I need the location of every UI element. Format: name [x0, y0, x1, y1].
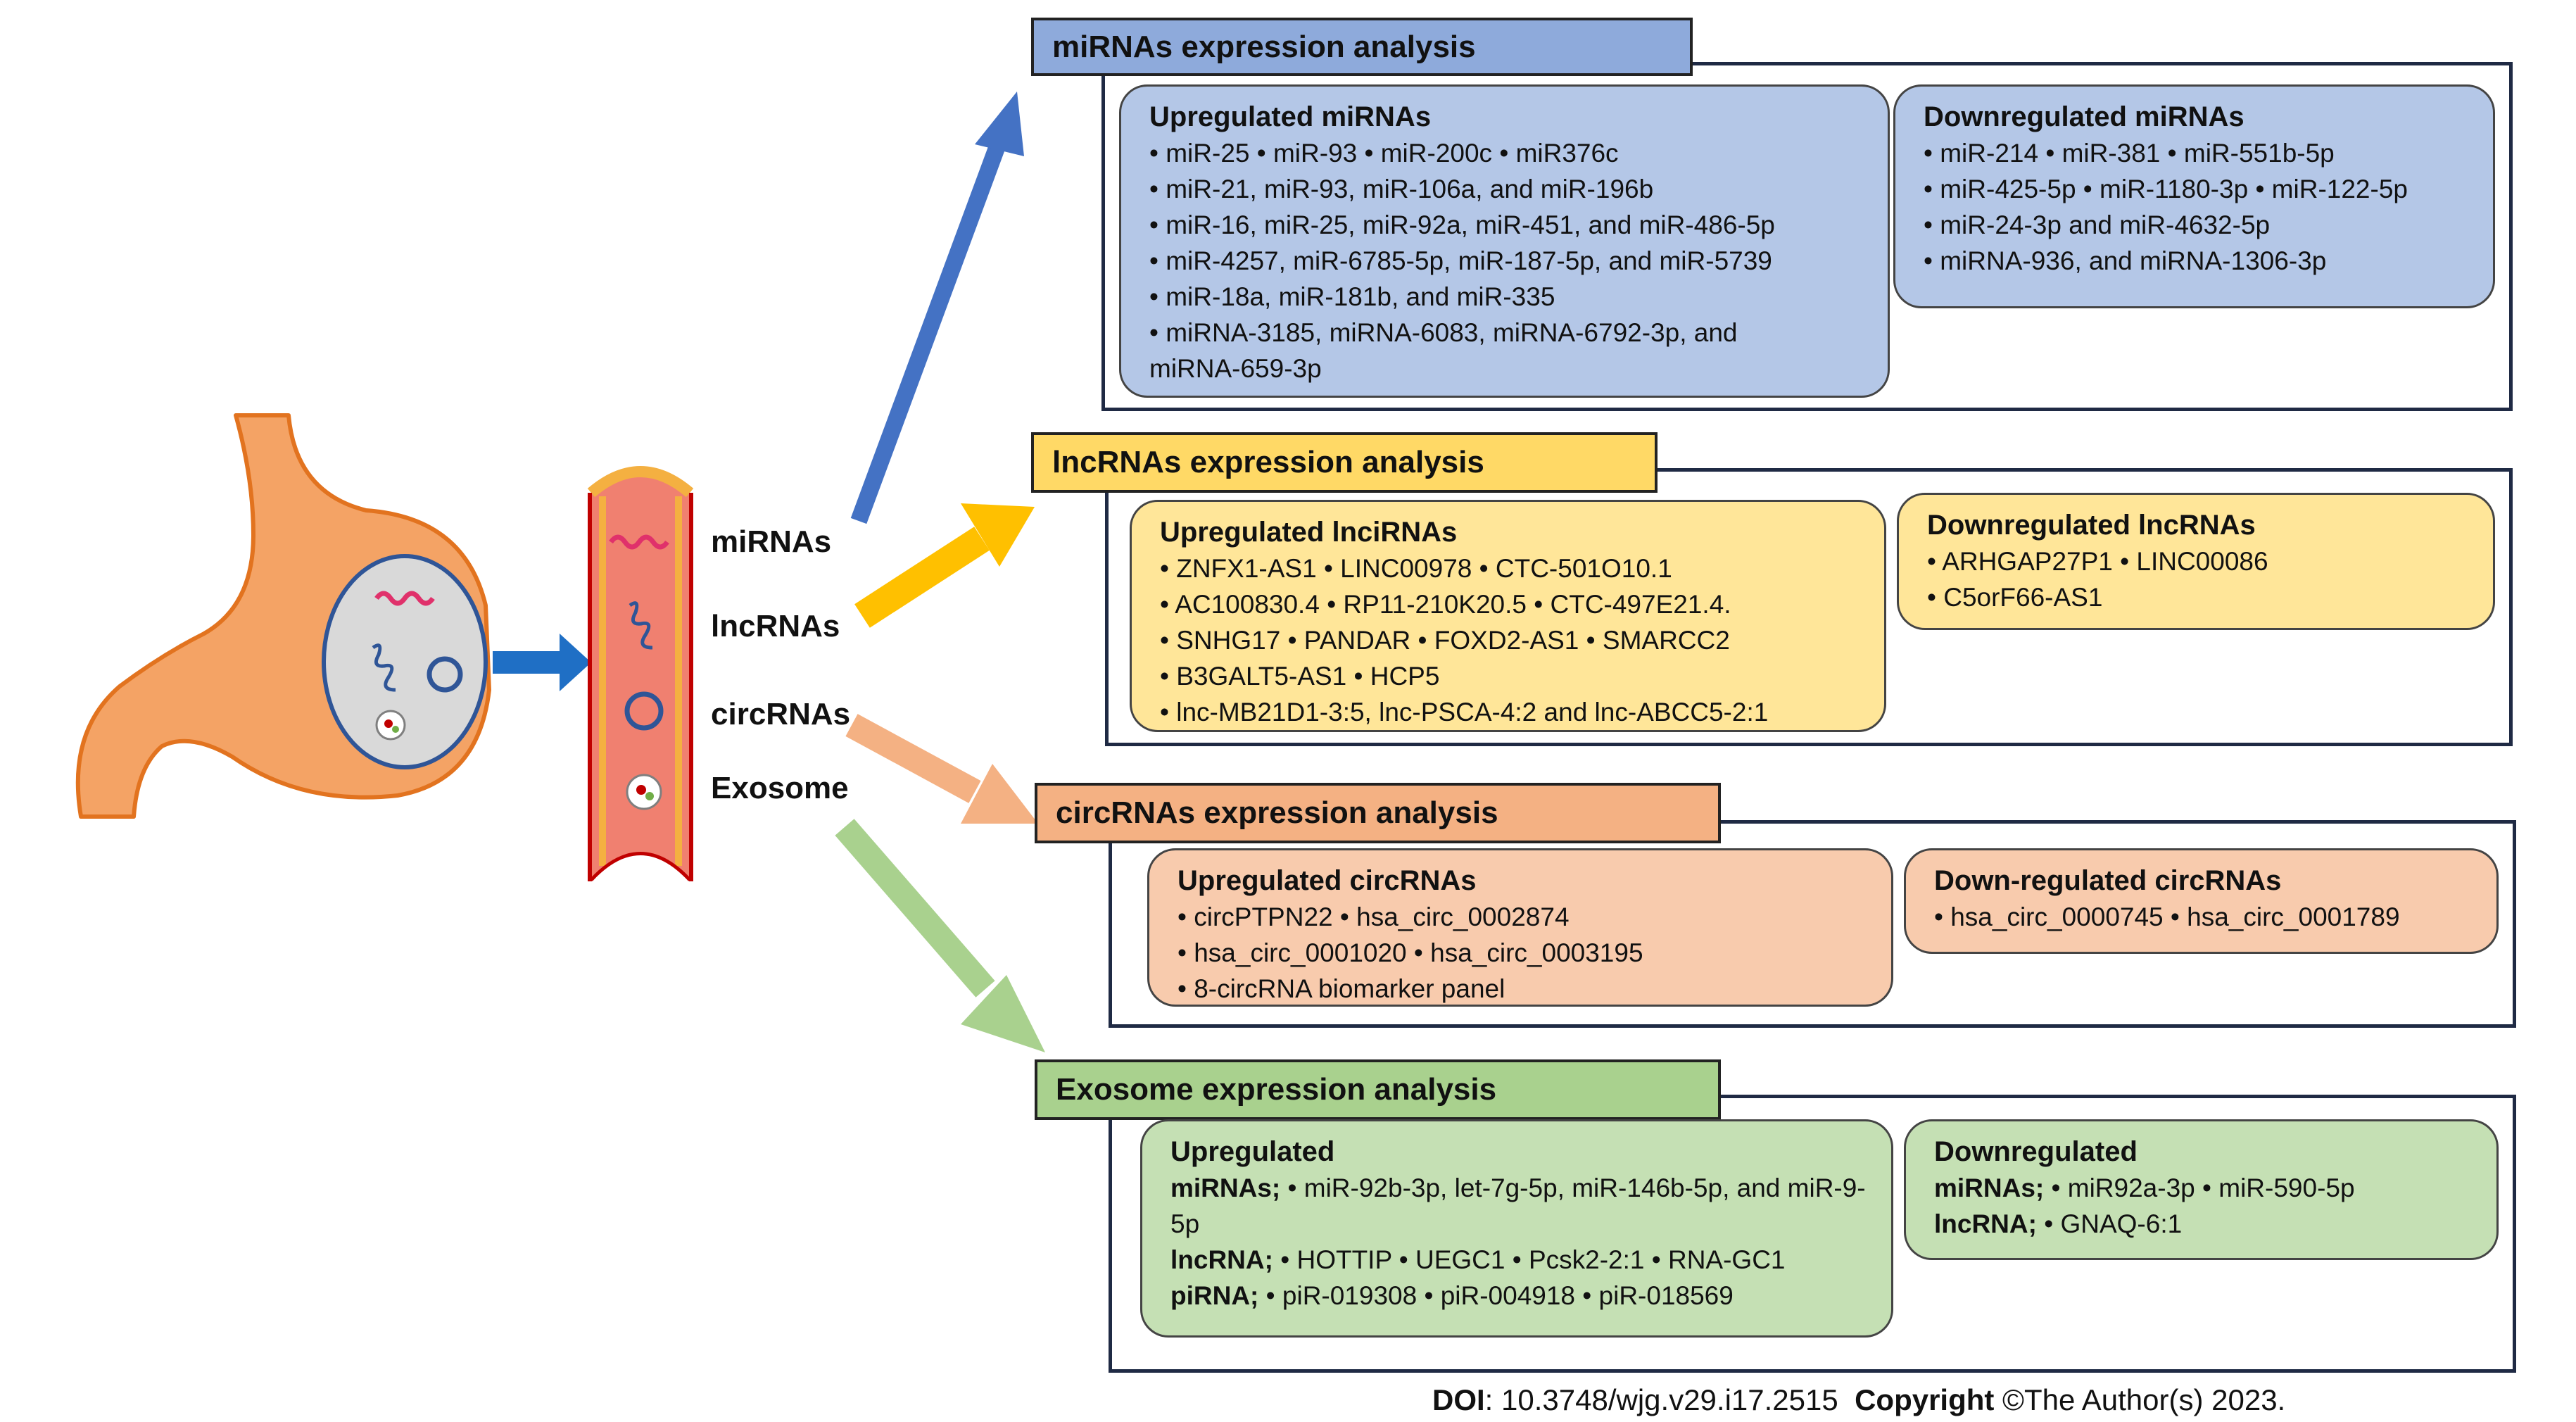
arrow-stomach-to-vessel [493, 634, 591, 691]
list-item: • miR-21, miR-93, miR-106a, and miR-196b [1149, 175, 1654, 203]
list-item: • hsa_circ_0001020 • hsa_circ_0003195 [1177, 938, 1643, 967]
list-item: • miR-18a, miR-181b, and miR-335 [1149, 282, 1555, 311]
exosome-down-title: Downregulated [1934, 1136, 2138, 1167]
list-item: • miR-214 • miR-381 • miR-551b-5p [1924, 139, 2335, 168]
list-item: lncRNA; • GNAQ-6:1 [1934, 1206, 2480, 1242]
row-value: • miR92a-3p • miR-590-5p [2051, 1174, 2355, 1202]
exosome-up-title: Upregulated [1170, 1136, 1335, 1167]
doi-text: : 10.3748/wjg.v29.i17.2515 [1484, 1383, 1838, 1416]
circrna-up-box: Upregulated circRNAs • circPTPN22 • hsa_… [1147, 848, 1893, 1007]
lncrna-down-title: Downregulated lncRNAs [1927, 510, 2256, 541]
list-item: • miRNA-936, and miRNA-1306-3p [1924, 246, 2327, 275]
list-item: • circPTPN22 • hsa_circ_0002874 [1177, 902, 1570, 931]
list-item: lncRNA; • HOTTIP • UEGC1 • Pcsk2-2:1 • R… [1170, 1242, 1874, 1278]
label-lncrnas: lncRNAs [711, 609, 840, 643]
circrna-down-title: Down-regulated circRNAs [1934, 865, 2282, 896]
row-value: • miR-92b-3p, let-7g-5p, miR-146b-5p, an… [1170, 1174, 1866, 1238]
list-item: • hsa_circ_0000745 • hsa_circ_0001789 [1934, 902, 2400, 931]
list-item: • AC100830.4 • RP11-210K20.5 • CTC-497E2… [1160, 590, 1731, 619]
row-label: miRNAs; [1934, 1174, 2045, 1202]
doi-label: DOI [1432, 1383, 1485, 1416]
list-item: • miR-16, miR-25, miR-92a, miR-451, and … [1149, 210, 1775, 239]
copyright-text: ©The Author(s) 2023. [1994, 1383, 2286, 1416]
circrna-down-box: Down-regulated circRNAs • hsa_circ_00007… [1904, 848, 2499, 954]
list-item: miRNAs; • miR92a-3p • miR-590-5p [1934, 1170, 2480, 1206]
citation-footer: DOI: 10.3748/wjg.v29.i17.2515 Copyright … [1432, 1383, 2285, 1417]
list-item: • miR-4257, miR-6785-5p, miR-187-5p, and… [1149, 246, 1772, 275]
row-label: miRNAs; [1170, 1174, 1281, 1202]
arrow-to-exosome-panel [835, 819, 1045, 1052]
lncrna-down-box: Downregulated lncRNAs • ARHGAP27P1 • LIN… [1897, 493, 2495, 630]
list-item: piRNA; • piR-019308 • piR-004918 • piR-0… [1170, 1278, 1874, 1314]
label-exosome: Exosome [711, 771, 849, 805]
stomach-illustration [75, 413, 491, 819]
mirna-header: miRNAs expression analysis [1031, 18, 1693, 76]
lncrna-up-box: Upregulated lnciRNAs • ZNFX1-AS1 • LINC0… [1130, 500, 1886, 732]
arrow-to-lncrna-panel [854, 503, 1035, 628]
label-circrnas: circRNAs [711, 697, 851, 731]
list-item: • B3GALT5-AS1 • HCP5 [1160, 662, 1440, 691]
mirna-up-title: Upregulated miRNAs [1149, 101, 1432, 132]
copyright-label: Copyright [1855, 1383, 1995, 1416]
row-label: piRNA; [1170, 1281, 1259, 1310]
lncrna-up-title: Upregulated lnciRNAs [1160, 517, 1458, 548]
exosome-header: Exosome expression analysis [1035, 1059, 1721, 1120]
blood-vessel-illustration [587, 466, 694, 881]
list-item: miRNAs; • miR-92b-3p, let-7g-5p, miR-146… [1170, 1170, 1867, 1242]
list-item: • SNHG17 • PANDAR • FOXD2-AS1 • SMARCC2 [1160, 626, 1730, 655]
mirna-up-box: Upregulated miRNAs • miR-25 • miR-93 • m… [1119, 84, 1890, 398]
label-mirnas: miRNAs [711, 524, 832, 559]
list-item: • C5orF66-AS1 [1927, 583, 2103, 612]
list-item: • 8-circRNA biomarker panel [1177, 974, 1505, 1003]
list-item: • miR-425-5p • miR-1180-3p • miR-122-5p [1924, 175, 2408, 203]
tumor-ellipse [322, 554, 488, 769]
exosome-down-box: Downregulated miRNAs; • miR92a-3p • miR-… [1904, 1119, 2499, 1260]
list-item: • miRNA-3185, miRNA-6083, miRNA-6792-3p,… [1149, 318, 1738, 383]
arrow-to-mirna-panel [850, 92, 1024, 524]
arrow-to-circrna-panel [845, 714, 1038, 824]
mirna-down-title: Downregulated miRNAs [1924, 101, 2244, 132]
row-value: • piR-019308 • piR-004918 • piR-018569 [1265, 1281, 1734, 1310]
row-label: lncRNA; [1170, 1245, 1273, 1274]
circrna-up-title: Upregulated circRNAs [1177, 865, 1477, 896]
lncrna-header: lncRNAs expression analysis [1031, 432, 1658, 493]
list-item: • ZNFX1-AS1 • LINC00978 • CTC-501O10.1 [1160, 554, 1672, 583]
list-item: • ARHGAP27P1 • LINC00086 [1927, 547, 2268, 576]
list-item: • lnc-MB21D1-3:5, lnc-PSCA-4:2 and lnc-A… [1160, 698, 1769, 726]
exosome-up-box: Upregulated miRNAs; • miR-92b-3p, let-7g… [1140, 1119, 1893, 1338]
row-value: • GNAQ-6:1 [2044, 1209, 2183, 1238]
circrna-header: circRNAs expression analysis [1035, 783, 1721, 843]
row-value: • HOTTIP • UEGC1 • Pcsk2-2:1 • RNA-GC1 [1280, 1245, 1786, 1274]
list-item: • miR-25 • miR-93 • miR-200c • miR376c [1149, 139, 1619, 168]
list-item: • miR-24-3p and miR-4632-5p [1924, 210, 2271, 239]
row-label: lncRNA; [1934, 1209, 2037, 1238]
mirna-down-box: Downregulated miRNAs • miR-214 • miR-381… [1893, 84, 2495, 308]
